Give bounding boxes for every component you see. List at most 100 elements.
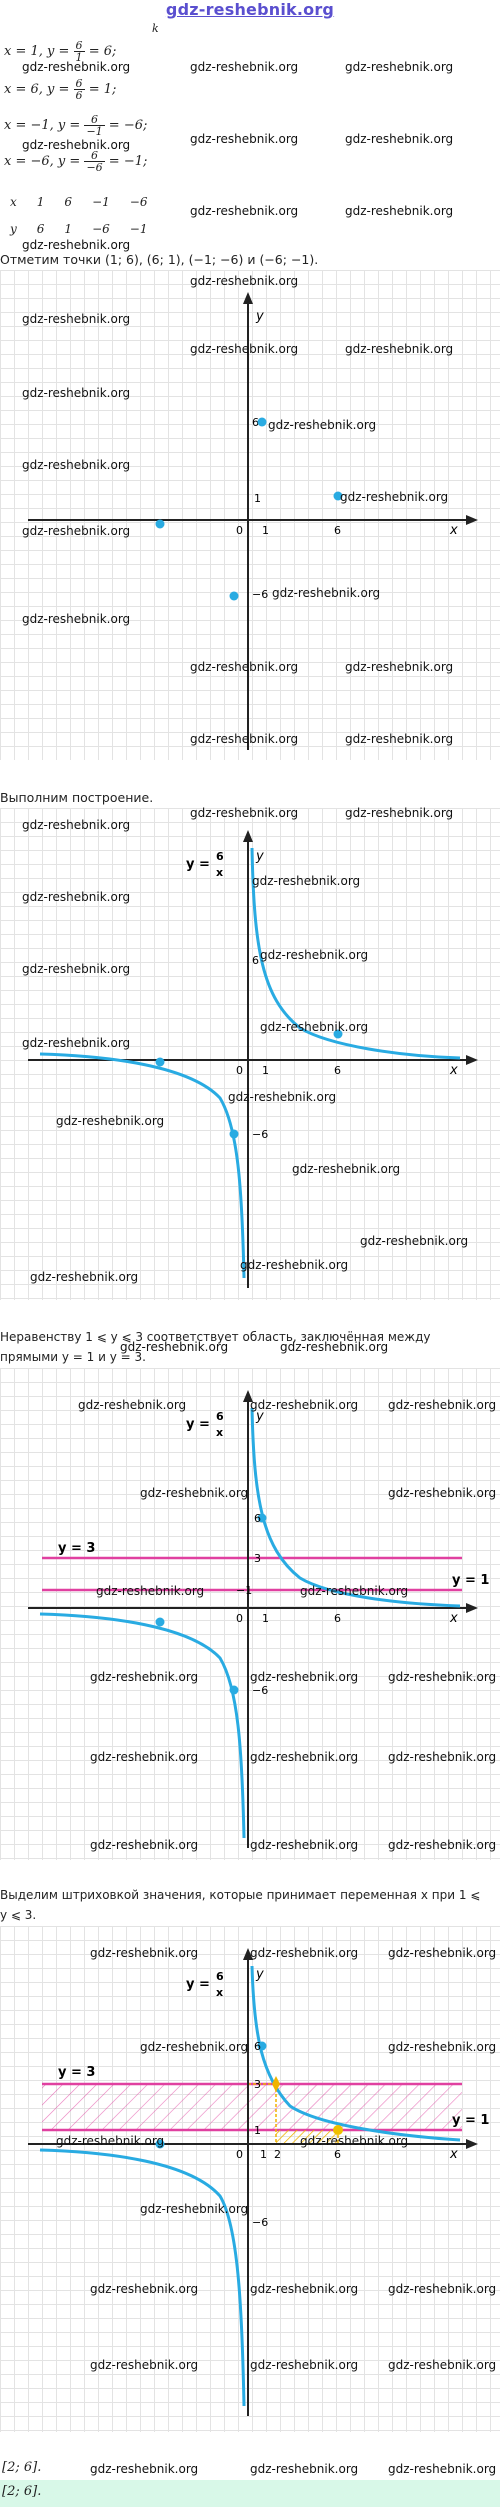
hyperbola-branch-positive — [250, 847, 461, 1060]
watermark: gdz-reshebnik.org — [190, 274, 299, 288]
watermark: gdz-reshebnik.org — [22, 458, 131, 472]
y-axis-label: y — [255, 309, 264, 324]
watermark: gdz-reshebnik.org — [252, 874, 361, 888]
svg-text:x: x — [449, 2147, 458, 2162]
watermark: gdz-reshebnik.org — [345, 342, 454, 356]
hyperbola-branch-negative — [39, 1052, 246, 1279]
watermark: gdz-reshebnik.org — [22, 60, 131, 74]
watermark: gdz-reshebnik.org — [22, 818, 131, 832]
watermark: gdz-reshebnik.org — [140, 1486, 249, 1500]
watermark: gdz-reshebnik.org — [22, 962, 131, 976]
watermark: gdz-reshebnik.org — [22, 238, 131, 252]
watermark: gdz-reshebnik.org — [388, 2282, 497, 2296]
tick-one-x: 1 — [262, 524, 269, 537]
watermark: gdz-reshebnik.org — [22, 312, 131, 326]
watermark: gdz-reshebnik.org — [250, 2358, 359, 2372]
calc-line-3: x = −1, y = 6−1 = −6; — [4, 113, 148, 138]
svg-text:y =: y = — [186, 1417, 210, 1432]
svg-text:1: 1 — [254, 2124, 261, 2137]
watermark: gdz-reshebnik.org — [260, 948, 369, 962]
watermark: gdz-reshebnik.org — [56, 1114, 165, 1128]
svg-text:6: 6 — [216, 850, 224, 863]
tick-six-y: 6 — [252, 416, 259, 429]
watermark: gdz-reshebnik.org — [345, 806, 454, 820]
site-title[interactable]: gdz-reshebnik.org — [165, 0, 335, 19]
watermark: gdz-reshebnik.org — [292, 1162, 401, 1176]
svg-text:y = 3: y = 3 — [58, 2065, 95, 2080]
watermark: gdz-reshebnik.org — [78, 1398, 187, 1412]
watermark: gdz-reshebnik.org — [22, 612, 131, 626]
watermark: gdz-reshebnik.org — [22, 138, 131, 152]
svg-text:1: 1 — [262, 1612, 269, 1625]
watermark: gdz-reshebnik.org — [90, 1750, 199, 1764]
svg-text:6: 6 — [334, 1612, 341, 1625]
watermark: gdz-reshebnik.org — [388, 1398, 497, 1412]
watermark: gdz-reshebnik.org — [96, 1584, 205, 1598]
answer-final: [2; 6]. — [2, 2484, 42, 2499]
answer-line: [2; 6]. — [2, 2460, 42, 2475]
svg-text:x: x — [449, 1063, 458, 1078]
watermark: gdz-reshebnik.org — [90, 2282, 199, 2296]
watermark: gdz-reshebnik.org — [272, 586, 381, 600]
tick-six-x: 6 — [334, 524, 341, 537]
watermark: gdz-reshebnik.org — [250, 1946, 359, 1960]
watermark: gdz-reshebnik.org — [90, 1838, 199, 1852]
watermark: gdz-reshebnik.org — [190, 732, 299, 746]
svg-text:0: 0 — [236, 2148, 243, 2161]
watermark: gdz-reshebnik.org — [190, 132, 299, 146]
svg-text:3: 3 — [254, 1552, 261, 1565]
watermark: gdz-reshebnik.org — [22, 386, 131, 400]
watermark: gdz-reshebnik.org — [340, 490, 449, 504]
svg-text:−6: −6 — [252, 1684, 268, 1697]
watermark: gdz-reshebnik.org — [250, 1398, 359, 1412]
watermark: gdz-reshebnik.org — [300, 2134, 409, 2148]
watermark: gdz-reshebnik.org — [30, 1270, 139, 1284]
svg-text:x: x — [216, 1986, 223, 1999]
watermark: gdz-reshebnik.org — [260, 1020, 369, 1034]
inequality-text-1: Неравенству 1 ⩽ y ⩽ 3 соответствует обла… — [0, 1330, 431, 1344]
hatch-text-1: Выделим штриховкой значения, которые при… — [0, 1888, 481, 1902]
watermark: gdz-reshebnik.org — [250, 2462, 359, 2476]
watermark: gdz-reshebnik.org — [90, 1946, 199, 1960]
hatch-text-2: y ⩽ 3. — [0, 1908, 37, 1922]
svg-text:y =: y = — [186, 1977, 210, 1992]
svg-text:x: x — [449, 1611, 458, 1626]
watermark: gdz-reshebnik.org — [345, 60, 454, 74]
svg-text:y: y — [255, 1409, 264, 1424]
watermark: gdz-reshebnik.org — [250, 1838, 359, 1852]
x-axis-label: x — [449, 523, 458, 538]
watermark: gdz-reshebnik.org — [190, 806, 299, 820]
svg-text:1: 1 — [262, 1064, 269, 1077]
svg-text:x: x — [216, 1426, 223, 1439]
graph-band: x y 0 1 6 6 3 −1 −6 y = 3 y = 1 y = 6 x — [0, 1368, 500, 1860]
watermark: gdz-reshebnik.org — [140, 2040, 249, 2054]
watermark: gdz-reshebnik.org — [120, 1340, 229, 1354]
inequality-text-2: прямыми y = 1 и y = 3. — [0, 1350, 146, 1364]
tick-neg-six-y: −6 — [252, 588, 268, 601]
watermark: gdz-reshebnik.org — [22, 524, 131, 538]
watermark: gdz-reshebnik.org — [388, 2462, 497, 2476]
svg-text:6: 6 — [216, 1410, 224, 1423]
watermark: gdz-reshebnik.org — [388, 2040, 497, 2054]
watermark: gdz-reshebnik.org — [250, 1750, 359, 1764]
svg-text:6: 6 — [254, 1512, 261, 1525]
watermark: gdz-reshebnik.org — [250, 1670, 359, 1684]
graph-solution: x y 0 1 2 6 6 3 1 −6 y = 3 y = 1 y = 6 x — [0, 1926, 500, 2432]
watermark: gdz-reshebnik.org — [250, 2282, 359, 2296]
watermark: gdz-reshebnik.org — [90, 2358, 199, 2372]
watermark: gdz-reshebnik.org — [228, 1090, 337, 1104]
point-neg1-neg6 — [229, 591, 239, 601]
watermark: gdz-reshebnik.org — [90, 2462, 199, 2476]
svg-text:0: 0 — [236, 1612, 243, 1625]
svg-text:3: 3 — [254, 2078, 261, 2091]
watermark: gdz-reshebnik.org — [190, 60, 299, 74]
watermark: gdz-reshebnik.org — [388, 1838, 497, 1852]
watermark: gdz-reshebnik.org — [190, 660, 299, 674]
watermark: gdz-reshebnik.org — [360, 1234, 469, 1248]
svg-text:2: 2 — [274, 2148, 281, 2161]
watermark: gdz-reshebnik.org — [56, 2134, 165, 2148]
watermark: gdz-reshebnik.org — [22, 1036, 131, 1050]
svg-text:6: 6 — [334, 2148, 341, 2161]
build-text: Выполним построение. — [0, 790, 154, 805]
